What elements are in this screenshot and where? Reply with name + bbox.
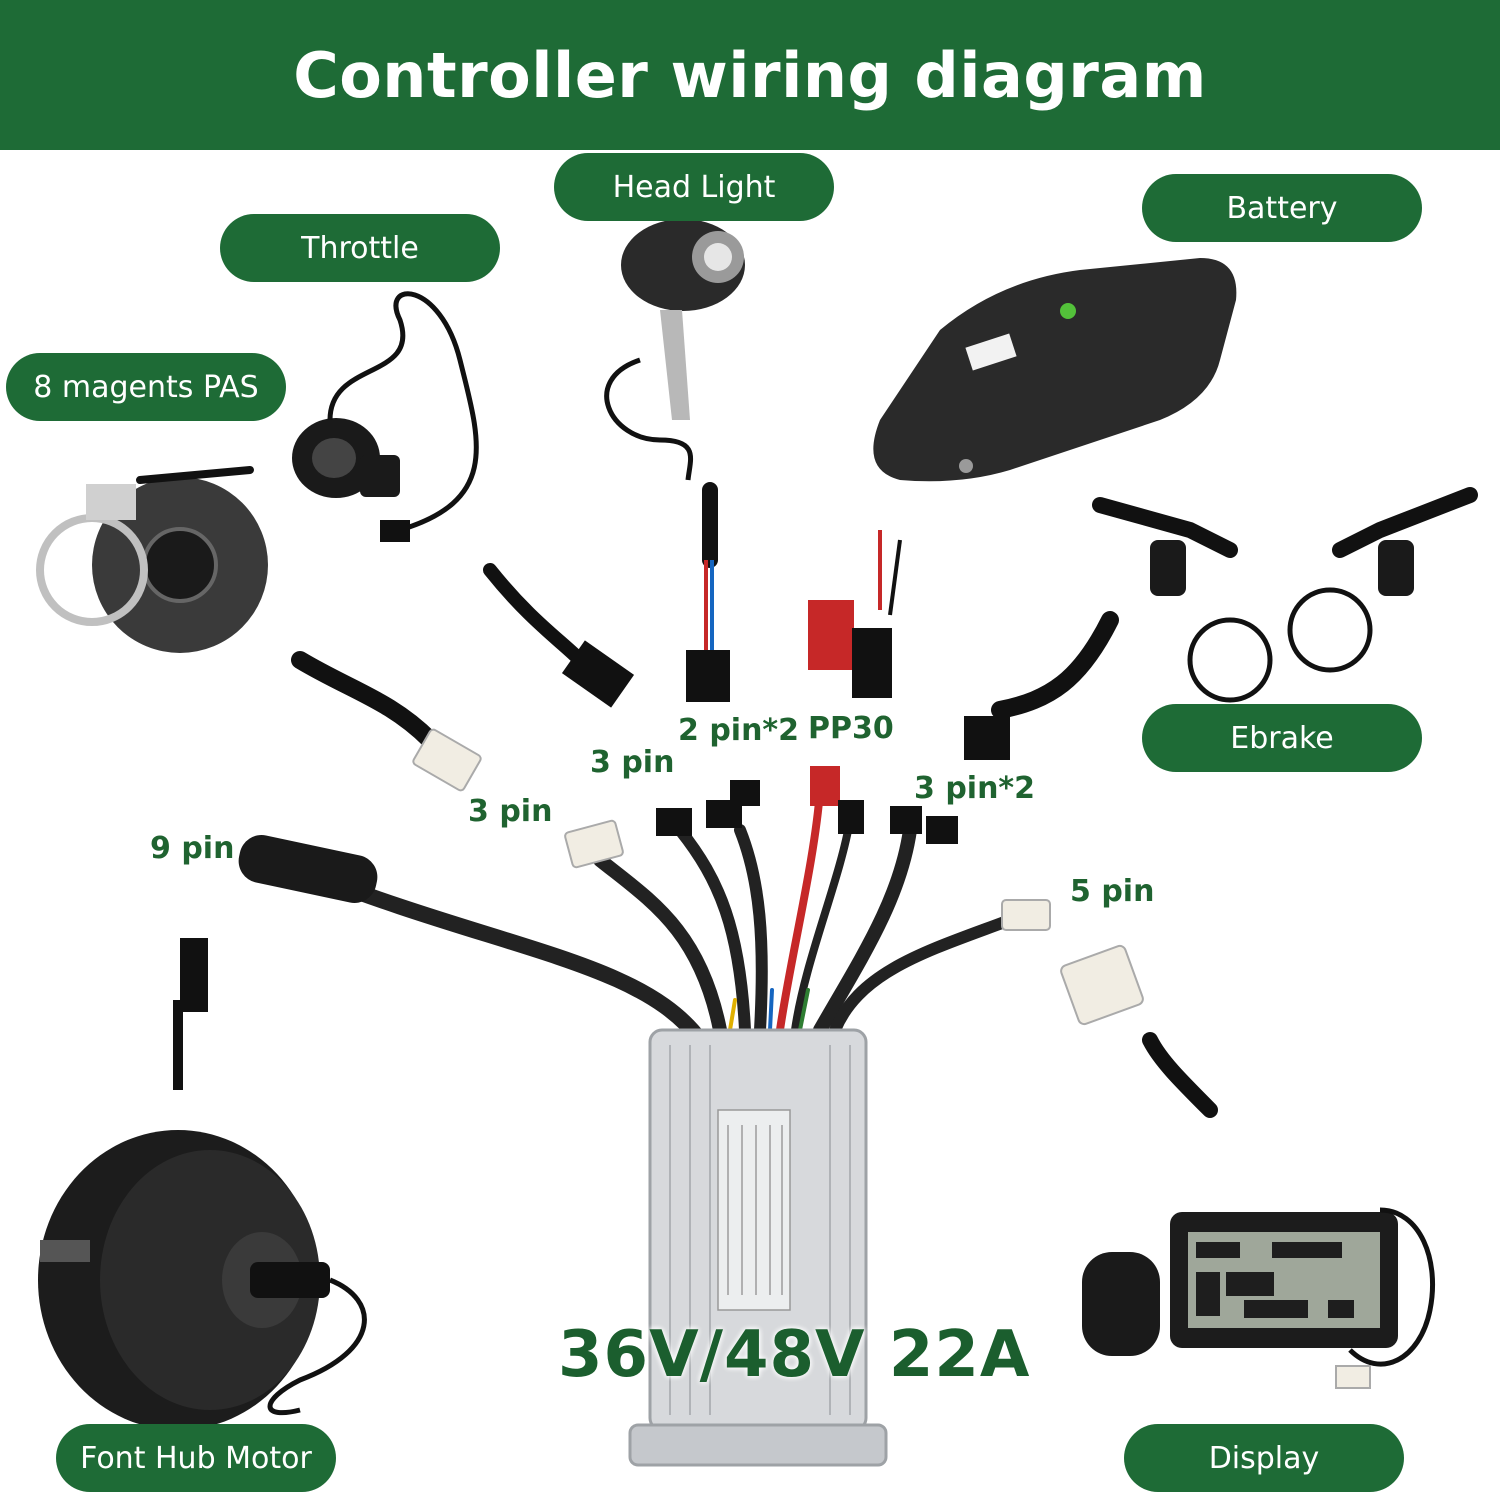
controller-rating: 36V/48V 22A <box>558 1318 1030 1392</box>
light-pin-label: 2 pin*2 <box>678 713 799 748</box>
throttle-pin-label: 3 pin <box>590 745 674 780</box>
pas-label: 8 magents PAS <box>6 353 286 421</box>
motor-pin-label: 9 pin <box>150 831 234 866</box>
battery-label: Battery <box>1142 174 1422 242</box>
ebrake-pin-label: 3 pin*2 <box>914 771 1035 806</box>
throttle-device <box>292 294 634 708</box>
display-label: Display <box>1124 1424 1404 1492</box>
hub-motor-label: Font Hub Motor <box>56 1424 336 1492</box>
battery-pack <box>808 258 1236 698</box>
battery-plug-label: PP30 <box>808 711 894 746</box>
motor-plug-harness <box>235 831 382 907</box>
ebrake-label: Ebrake <box>1142 704 1422 772</box>
head-light-label: Head Light <box>554 153 834 221</box>
lcd-display-device <box>1059 944 1432 1388</box>
pas-sensor-device <box>40 470 482 792</box>
throttle-label: Throttle <box>220 214 500 282</box>
controller-box <box>630 1030 886 1465</box>
head-light-device <box>607 219 745 702</box>
pas-pin-label: 3 pin <box>468 794 552 829</box>
hub-motor-device <box>38 938 364 1430</box>
display-pin-label: 5 pin <box>1070 874 1154 909</box>
